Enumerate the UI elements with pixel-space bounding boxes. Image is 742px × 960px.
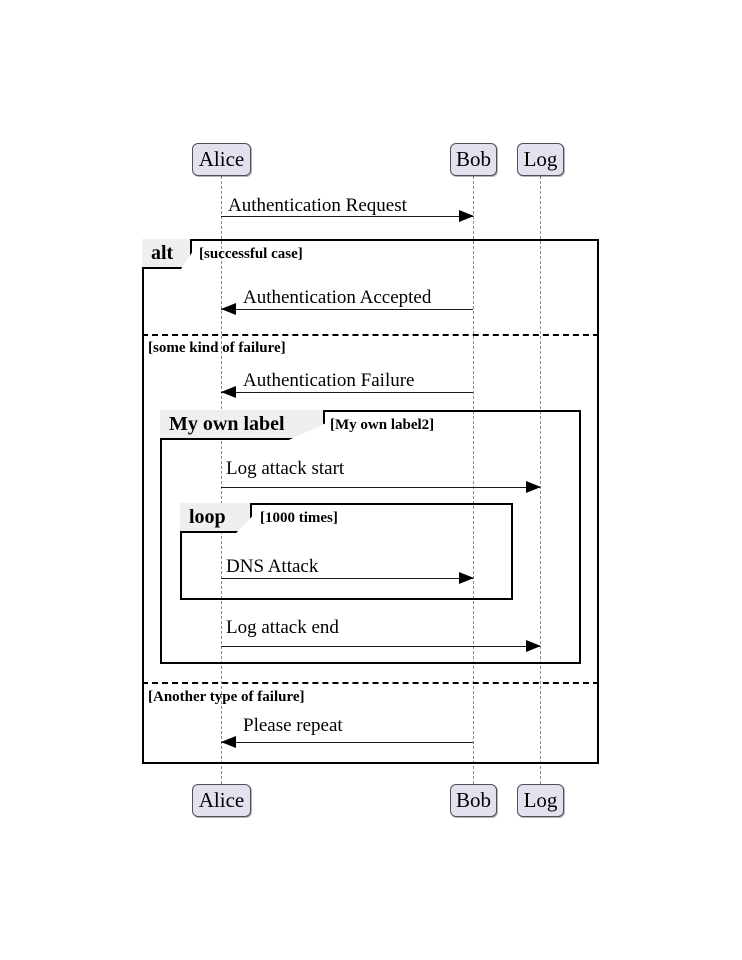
message-arrowhead-please-repeat (221, 735, 236, 748)
message-label-log-attack-start: Log attack start (226, 458, 345, 479)
fragment-guard-my-own-label2: [My own label2] (330, 417, 435, 433)
message-line-authentication-failure (221, 392, 473, 393)
message-arrowhead-authentication-accepted (221, 302, 236, 315)
fragment-divider-2 (142, 682, 599, 684)
message-label-authentication-accepted: Authentication Accepted (243, 287, 432, 308)
message-label-authentication-failure: Authentication Failure (243, 370, 415, 391)
message-line-dns-attack (221, 578, 473, 579)
message-line-authentication-request (221, 216, 473, 217)
fragment-my-own-label (160, 410, 581, 664)
message-line-authentication-accepted (221, 309, 473, 310)
message-line-log-attack-start (221, 487, 540, 488)
fragment-divider-1 (142, 334, 599, 336)
lifeline-alice (221, 176, 222, 784)
participant-bob-bottom[interactable]: Bob (450, 784, 497, 817)
fragment-loop (180, 503, 513, 600)
message-label-please-repeat: Please repeat (243, 715, 343, 736)
message-label-authentication-request: Authentication Request (228, 195, 407, 216)
participant-log-bottom[interactable]: Log (517, 784, 564, 817)
fragment-guard-successful-case: [successful case] (199, 246, 303, 262)
message-arrowhead-authentication-request (459, 209, 474, 222)
fragment-guard-some-kind-of-failure: [some kind of failure] (148, 340, 286, 356)
participant-bob-top[interactable]: Bob (450, 143, 497, 176)
participant-log-top[interactable]: Log (517, 143, 564, 176)
message-arrowhead-log-attack-end (526, 639, 541, 652)
fragment-alt (142, 239, 599, 764)
message-label-dns-attack: DNS Attack (226, 556, 319, 577)
lifeline-bob (473, 176, 474, 784)
participant-alice-top[interactable]: Alice (192, 143, 251, 176)
fragment-guard-1000-times: [1000 times] (260, 510, 338, 526)
message-arrowhead-log-attack-start (526, 480, 541, 493)
message-arrowhead-authentication-failure (221, 385, 236, 398)
message-line-please-repeat (221, 742, 473, 743)
message-line-log-attack-end (221, 646, 540, 647)
fragment-guard-another-type-of-failure: [Another type of failure] (148, 689, 305, 705)
fragment-operator-my-own-label: My own label (160, 410, 325, 440)
lifeline-log (540, 176, 541, 784)
message-arrowhead-dns-attack (459, 571, 474, 584)
participant-alice-bottom[interactable]: Alice (192, 784, 251, 817)
fragment-operator-loop: loop (180, 503, 252, 533)
message-label-log-attack-end: Log attack end (226, 617, 339, 638)
fragment-operator-alt: alt (142, 239, 192, 269)
